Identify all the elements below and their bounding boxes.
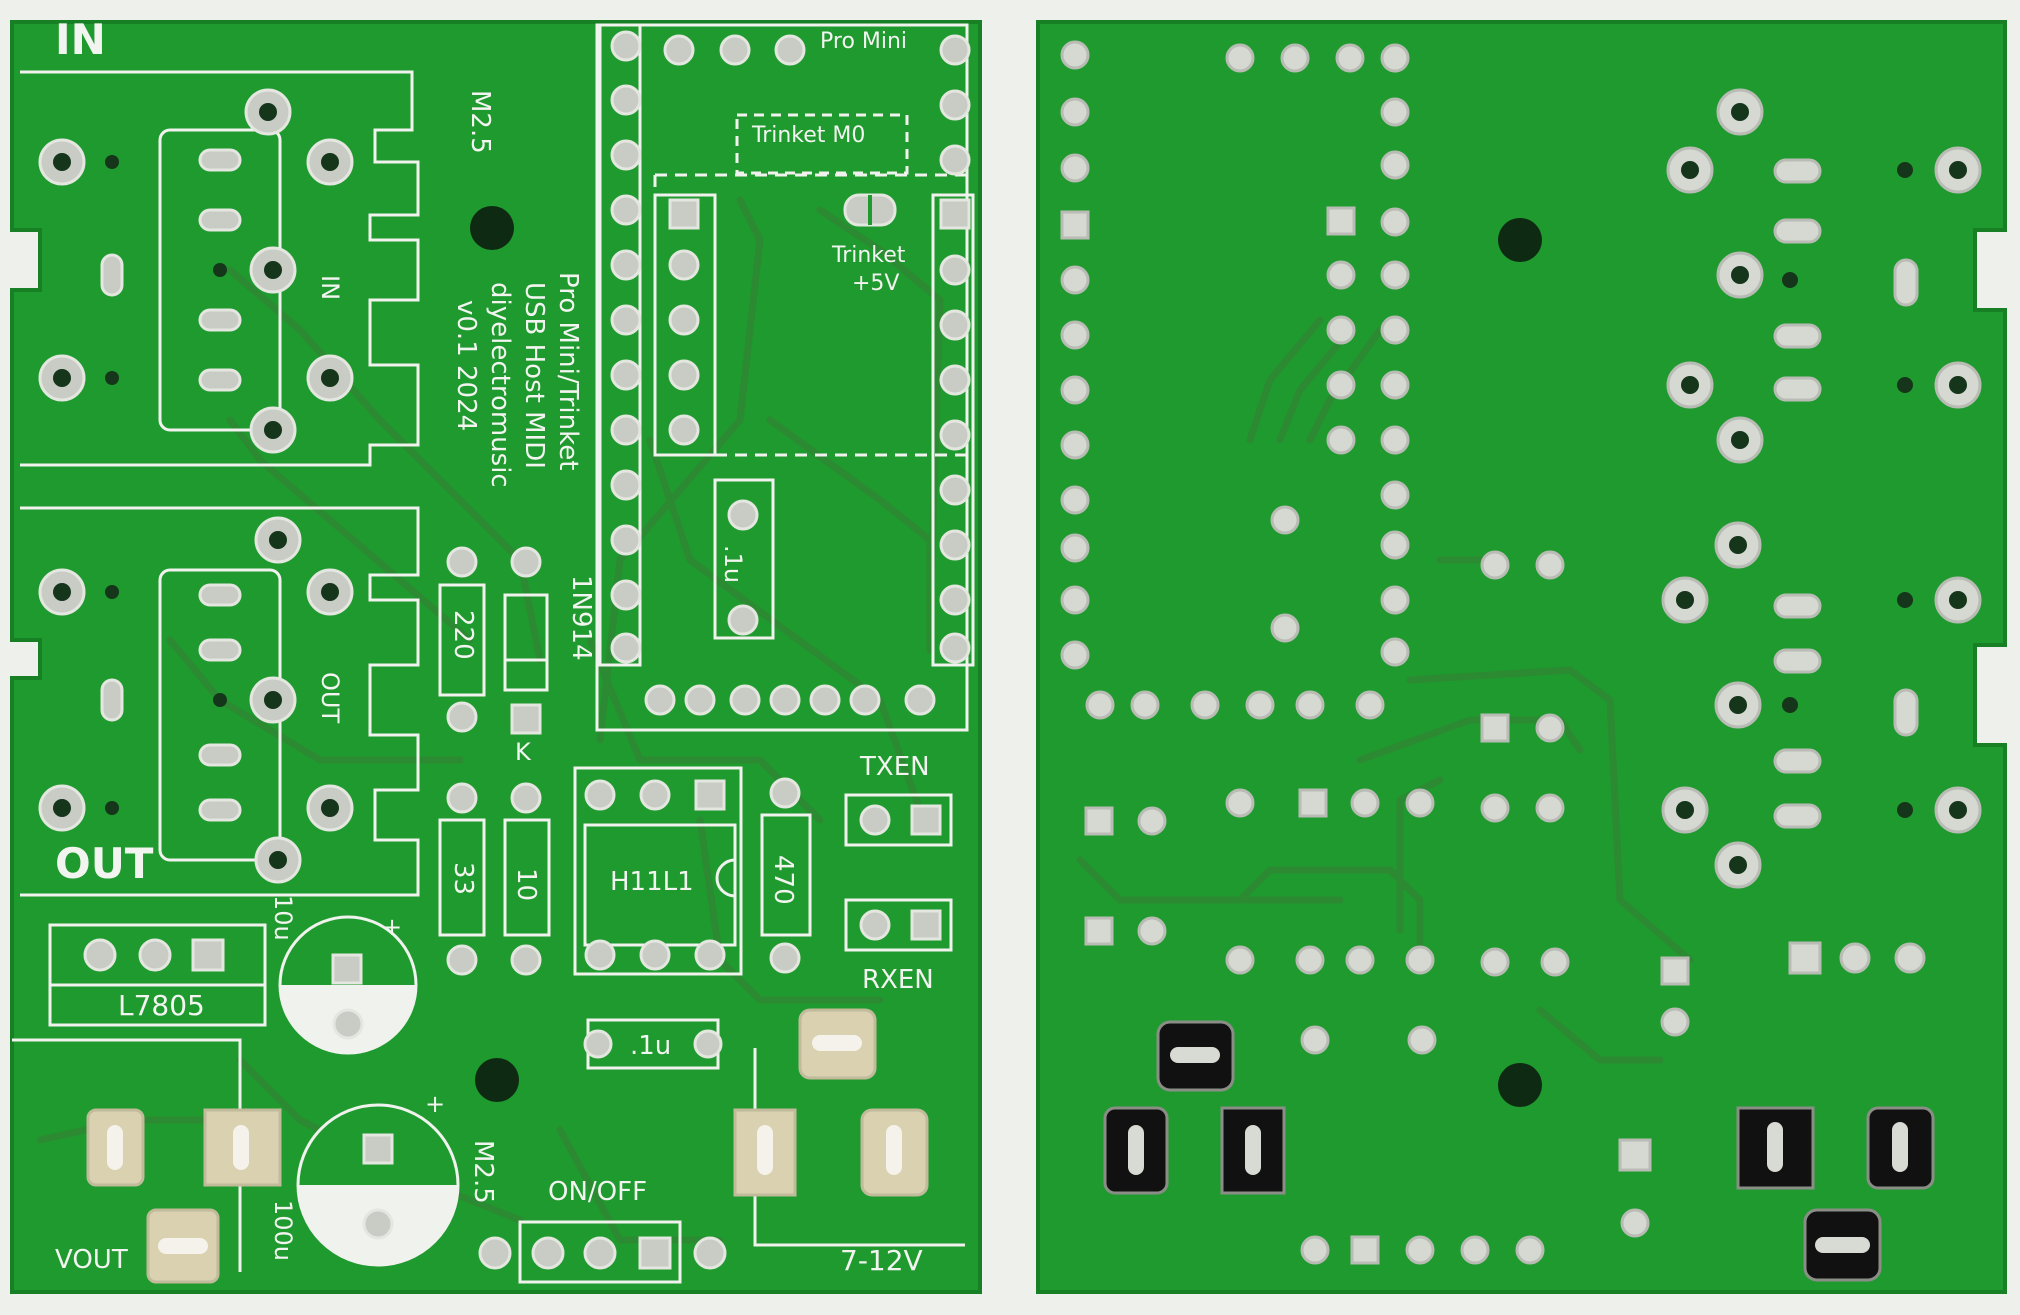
midi-out-connector: OUT OUT	[20, 506, 420, 897]
bottom-jack-pads	[1103, 1020, 1935, 1282]
bottom-mounting-hole-bottom	[1498, 1063, 1542, 1107]
bottom-traces	[1076, 316, 1694, 1064]
label-opto: H11L1	[610, 867, 694, 897]
label-rxen: RXEN	[862, 965, 934, 995]
label-r220: 220	[448, 610, 478, 660]
label-m25-bottom: M2.5	[468, 1140, 498, 1204]
top-board: IN IN OUT OUT	[10, 15, 982, 1294]
right-header-pins	[939, 34, 971, 664]
mounting-hole-bottom	[475, 1058, 519, 1102]
h11l1-footprint: H11L1	[573, 766, 743, 976]
label-cap-01u-top: .1u	[719, 545, 747, 583]
passives-cluster: 220 1N914 K 33 10	[438, 546, 596, 976]
label-cap-10u: 10u	[269, 895, 297, 941]
mounting-hole-top	[470, 206, 514, 250]
label-r10: 10	[511, 868, 541, 901]
cap-10u: + 10u	[269, 895, 418, 1055]
rxen-jumper: RXEN	[844, 898, 953, 995]
midi-in-connector: IN IN	[20, 15, 420, 467]
title-line-3: diyelectromusic	[485, 282, 515, 488]
title-line-4: v0.1 2024	[451, 300, 481, 431]
label-r33: 33	[448, 862, 478, 895]
power-jacks: VOUT 7-12V	[12, 1008, 965, 1284]
label-diode: 1N914	[566, 575, 596, 661]
bottom-mounting-hole-top	[1498, 218, 1542, 262]
label-onoff: ON/OFF	[548, 1177, 647, 1207]
regulator-footprint: L7805	[48, 923, 267, 1027]
bottom-left-column-pins	[1060, 40, 1090, 670]
pro-mini-footprint: Pro Mini Trinket M0	[595, 23, 975, 732]
title-line-2: USB Host MIDI	[519, 282, 549, 469]
label-pro-mini: Pro Mini	[820, 29, 907, 54]
label-trinket: Trinket	[831, 243, 906, 268]
label-plus-10u: +	[382, 913, 402, 941]
label-vin: 7-12V	[840, 1244, 923, 1277]
label-k: K	[515, 738, 532, 766]
bottom-board-outline	[1036, 20, 2007, 1294]
bottom-midi-pads	[1661, 88, 1982, 889]
label-m25-top: M2.5	[465, 90, 495, 154]
bottom-middle-pins	[1084, 505, 1926, 1265]
label-regulator: L7805	[118, 989, 205, 1022]
label-cap-100u: 100u	[269, 1200, 297, 1261]
bottom-board	[1036, 20, 2007, 1294]
label-vout: VOUT	[55, 1245, 128, 1275]
label-out: OUT	[55, 839, 154, 888]
title-line-1: Pro Mini/Trinket	[553, 272, 583, 470]
label-plus-100u: +	[425, 1090, 445, 1118]
label-in: IN	[55, 15, 106, 64]
label-out-small: OUT	[316, 672, 344, 723]
label-txen: TXEN	[859, 752, 930, 782]
label-in-small: IN	[316, 275, 344, 300]
bottom-top-row-pins	[1225, 43, 1410, 667]
board-title: Pro Mini/Trinket USB Host MIDI diyelectr…	[451, 272, 583, 488]
left-header-pins	[610, 30, 642, 664]
cap-100u: + 100u	[269, 1090, 460, 1267]
label-plus5v: +5V	[852, 271, 899, 296]
label-cap-01u-bottom: .1u	[630, 1031, 671, 1061]
txen-jumper: TXEN	[844, 752, 953, 847]
label-trinket-m0: Trinket M0	[751, 123, 865, 148]
label-r470: 470	[768, 855, 798, 905]
onoff-switch: ON/OFF	[478, 1177, 727, 1284]
